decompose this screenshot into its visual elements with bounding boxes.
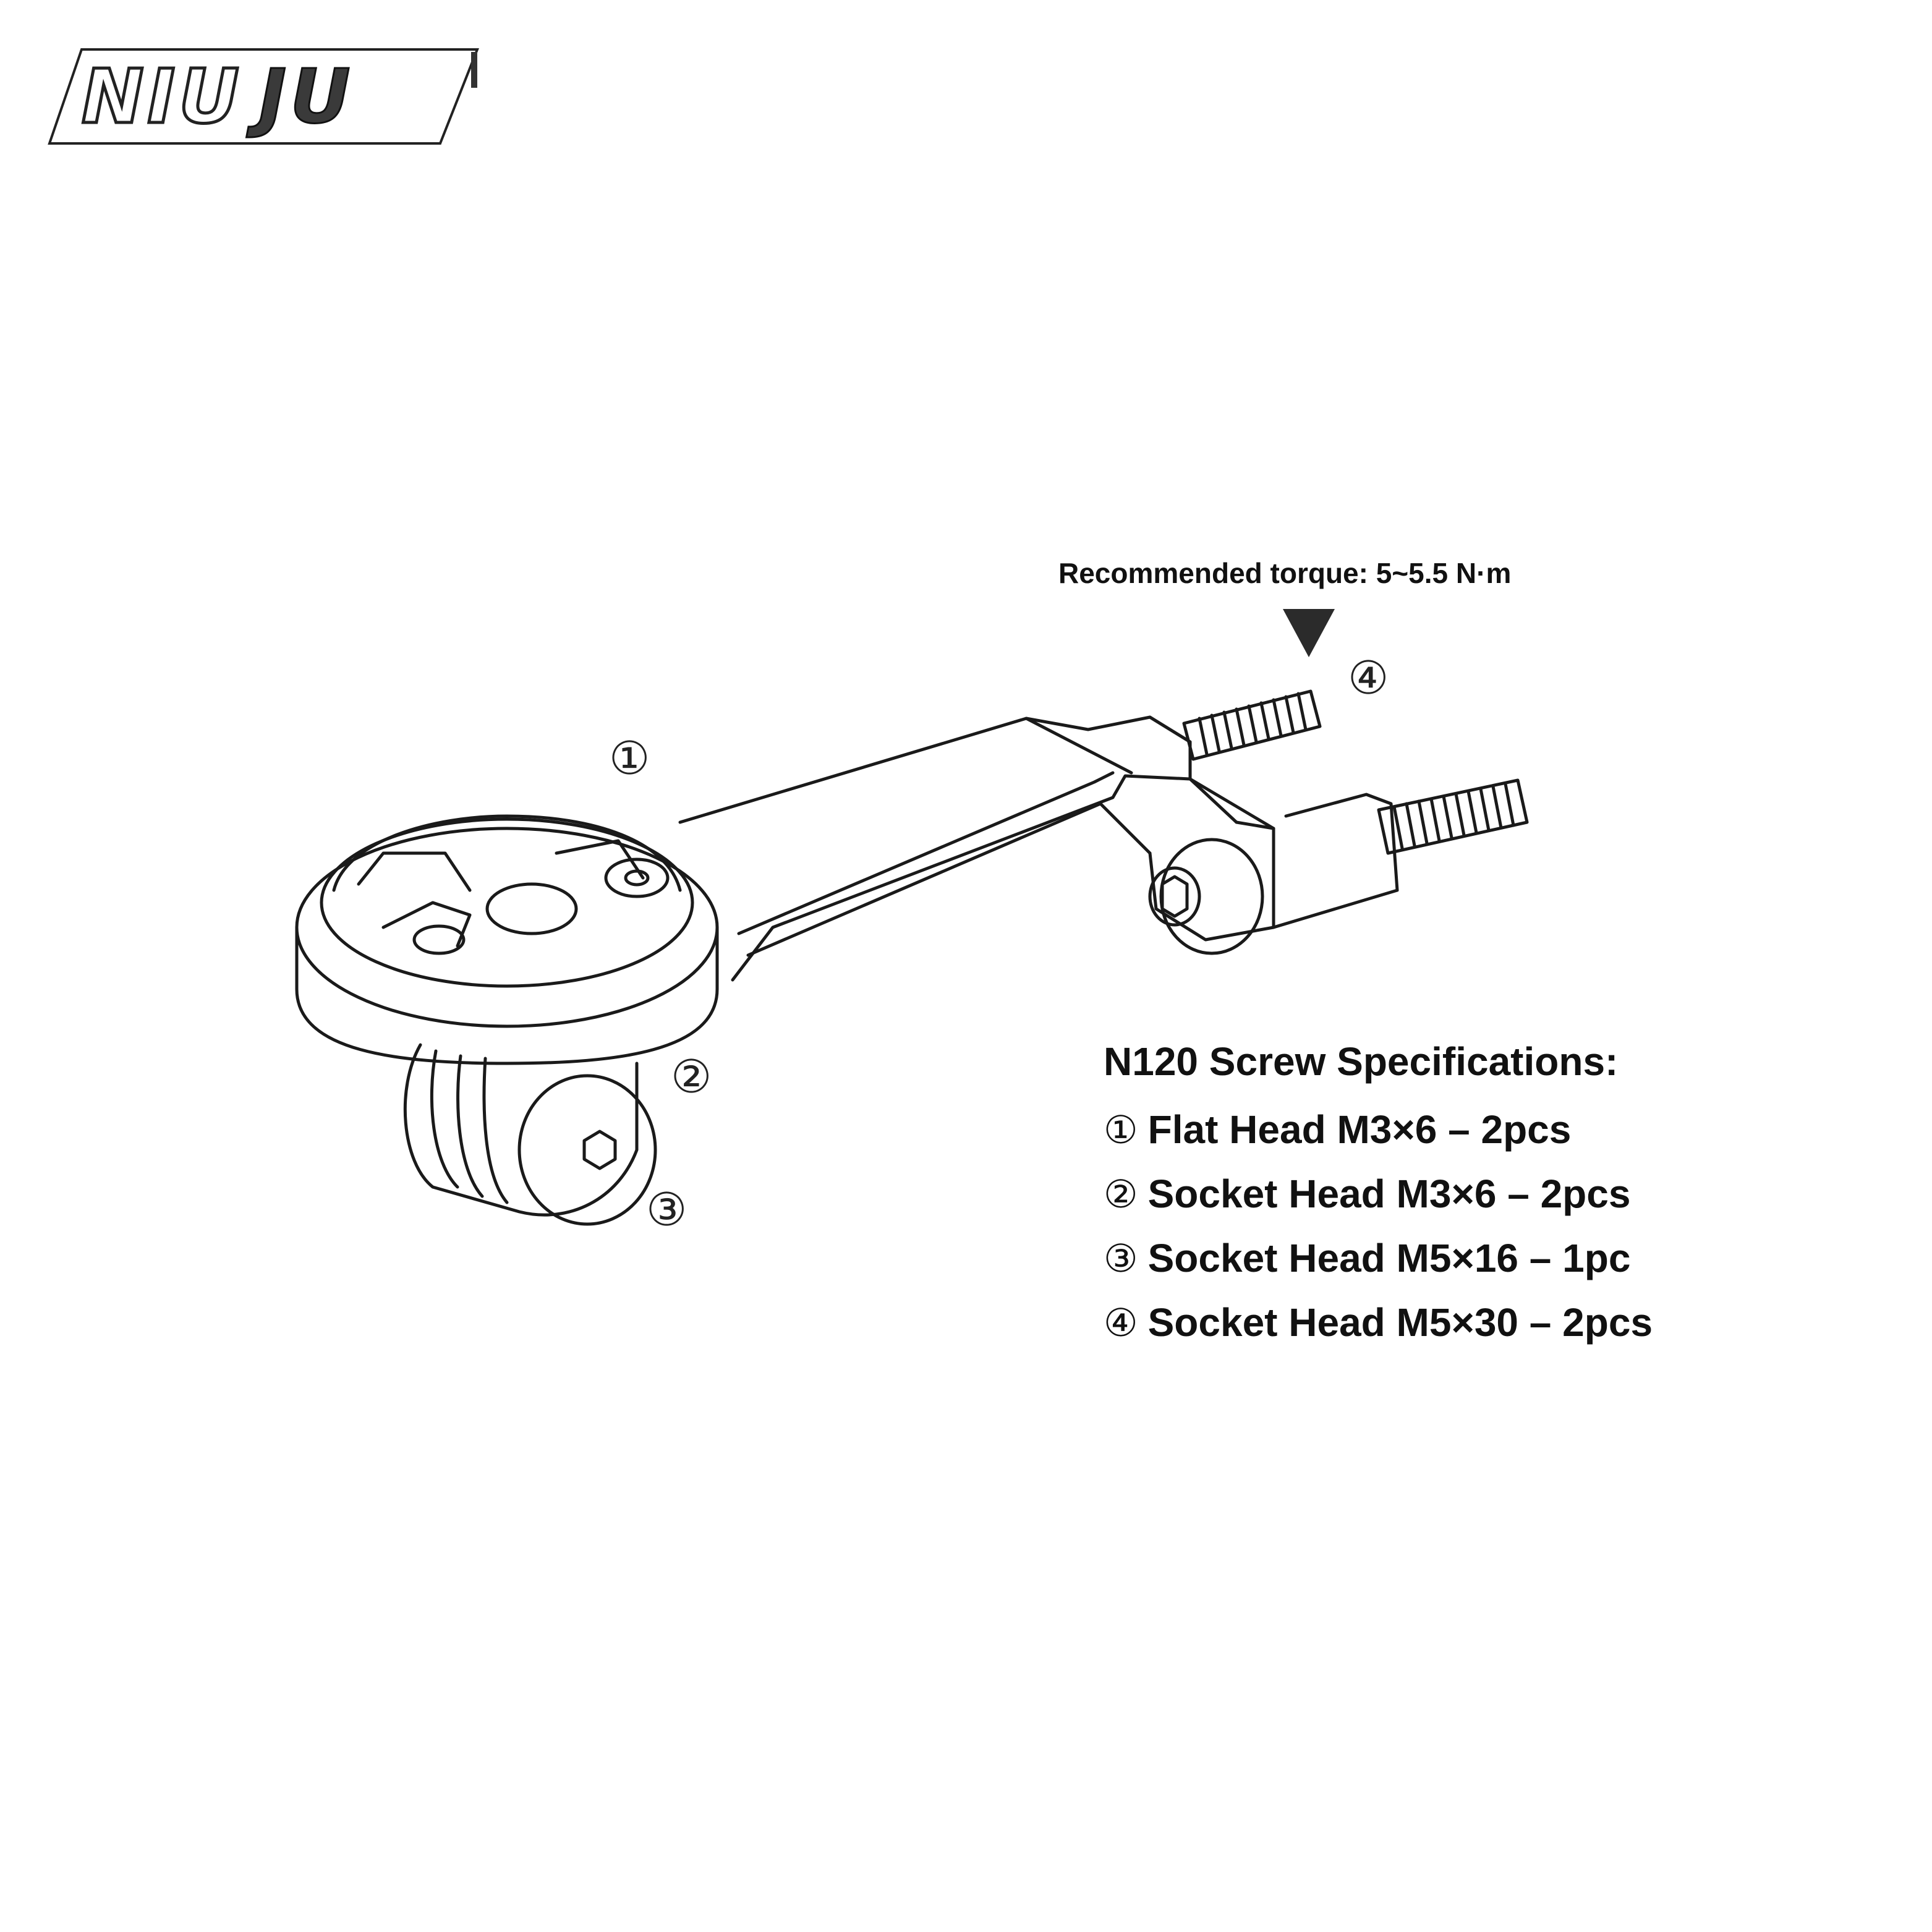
spec-item-number: ② — [1104, 1171, 1138, 1217]
callout-1: ① — [609, 732, 650, 785]
logo-word-ju: JU — [258, 53, 354, 141]
spec-item: ④ Socket Head M5×30 – 2pcs — [1104, 1300, 1845, 1345]
callout-4: ④ — [1348, 652, 1389, 705]
spec-item-text: Socket Head M5×30 – 2pcs — [1147, 1300, 1653, 1345]
callout-3: ③ — [646, 1183, 687, 1236]
brand-logo: NIU JU — [45, 45, 490, 150]
callout-2: ② — [671, 1050, 712, 1104]
spec-item-text: Flat Head M3×6 – 2pcs — [1147, 1107, 1572, 1152]
spec-item: ③ Socket Head M5×16 – 1pc — [1104, 1236, 1845, 1281]
logo-word-niu: NIU — [80, 53, 243, 142]
spec-item-text: Socket Head M5×16 – 1pc — [1147, 1236, 1631, 1280]
spec-item: ① Flat Head M3×6 – 2pcs — [1104, 1107, 1845, 1152]
logo-frame — [48, 48, 479, 145]
clamp-socket-head — [1148, 838, 1264, 955]
spec-title: N120 Screw Specifications: — [1104, 1039, 1619, 1084]
torque-label: Recommended torque: 5~5.5 N·m — [1058, 557, 1512, 589]
screw-specifications: N120 Screw Specifications: ① Flat Head M… — [1104, 1039, 1845, 1368]
spec-item-number: ① — [1104, 1107, 1138, 1152]
gopro-adapter — [403, 1043, 657, 1226]
torque-arrow-icon — [1283, 609, 1335, 657]
mount-arm — [678, 715, 1192, 982]
bolt-lower — [1377, 778, 1529, 855]
spec-item-number: ③ — [1104, 1235, 1138, 1281]
computer-cup — [295, 814, 719, 1065]
bolt-upper — [1182, 689, 1322, 761]
spec-item-text: Socket Head M3×6 – 2pcs — [1147, 1172, 1631, 1216]
spec-item: ② Socket Head M3×6 – 2pcs — [1104, 1172, 1845, 1217]
spec-item-number: ④ — [1104, 1300, 1138, 1345]
